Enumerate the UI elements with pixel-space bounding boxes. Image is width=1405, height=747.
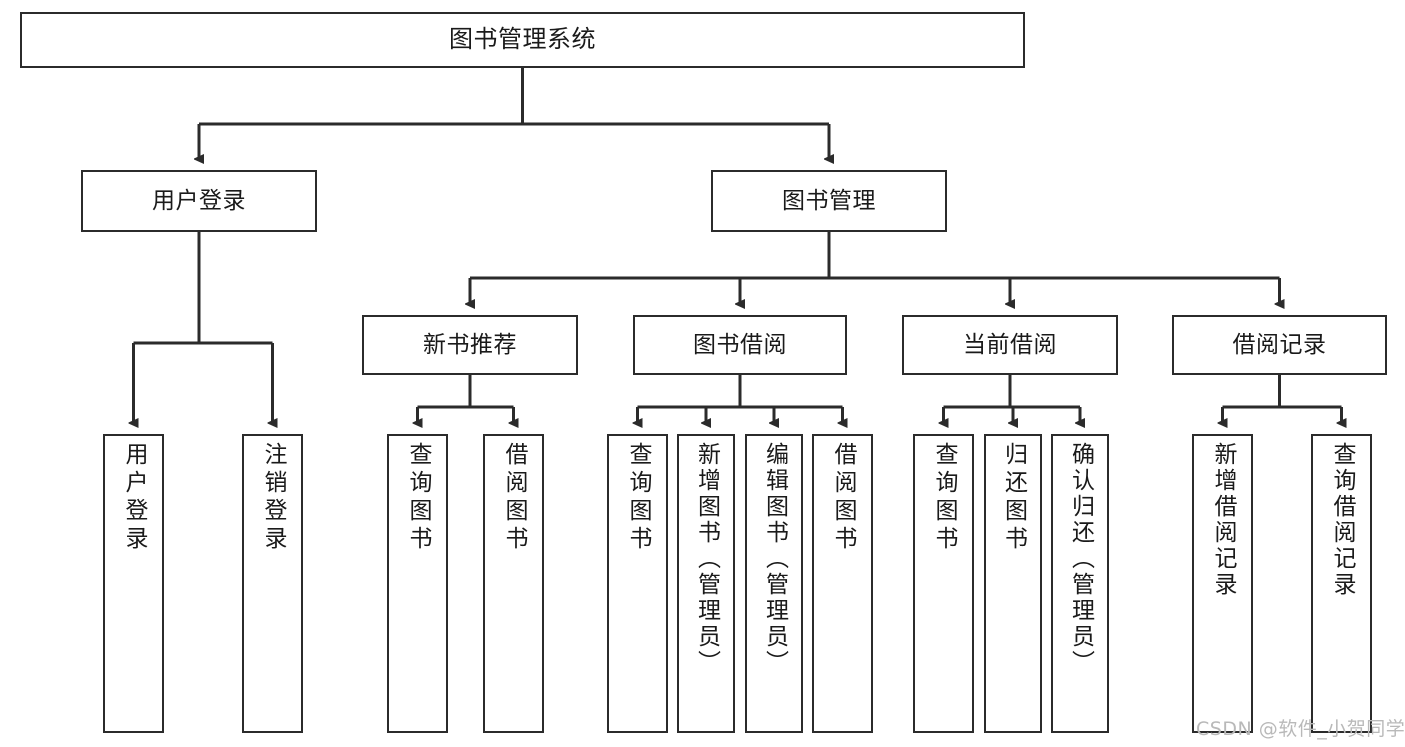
node-label: 当前借阅 (963, 331, 1057, 358)
node-label: 借阅图书 (830, 442, 856, 554)
node-label: 新增图书（管理员） (693, 442, 720, 676)
node-user-login[interactable]: 用户登录 (81, 170, 317, 232)
csdn-watermark: CSDN @软件_小贺同学 (1196, 718, 1405, 740)
node-label: 用户登录 (152, 187, 246, 214)
node-label: 借阅图书 (501, 442, 527, 554)
node-label: 图书管理 (782, 187, 876, 214)
node-leaf-query-record[interactable]: 查询借阅记录 (1311, 434, 1372, 733)
node-label: 确认归还（管理员） (1067, 442, 1094, 676)
node-book-borrow[interactable]: 图书借阅 (633, 315, 847, 375)
node-borrow-record[interactable]: 借阅记录 (1172, 315, 1387, 375)
node-label: 图书管理系统 (449, 25, 596, 54)
node-label: 新书推荐 (423, 331, 517, 358)
node-leaf-borrow-book-rec[interactable]: 借阅图书 (483, 434, 544, 733)
node-leaf-borrow-book[interactable]: 借阅图书 (812, 434, 873, 733)
node-leaf-confirm-return[interactable]: 确认归还（管理员） (1051, 434, 1109, 733)
node-label: 用户登录 (121, 442, 147, 554)
node-leaf-user-logout[interactable]: 注销登录 (242, 434, 303, 733)
node-label: 新增借阅记录 (1210, 442, 1236, 598)
node-label: 图书借阅 (693, 331, 787, 358)
node-label: 查询图书 (931, 442, 957, 554)
node-label: 查询图书 (405, 442, 431, 554)
node-leaf-user-login[interactable]: 用户登录 (103, 434, 164, 733)
node-label: 查询借阅记录 (1329, 442, 1355, 598)
node-leaf-query-book-cur[interactable]: 查询图书 (913, 434, 974, 733)
node-current-borrow[interactable]: 当前借阅 (902, 315, 1118, 375)
node-root[interactable]: 图书管理系统 (20, 12, 1025, 68)
node-leaf-add-record[interactable]: 新增借阅记录 (1192, 434, 1253, 733)
node-book-mgmt[interactable]: 图书管理 (711, 170, 947, 232)
node-label: 借阅记录 (1232, 331, 1327, 358)
node-leaf-return-book[interactable]: 归还图书 (984, 434, 1042, 733)
node-leaf-add-book[interactable]: 新增图书（管理员） (677, 434, 735, 733)
node-new-book-rec[interactable]: 新书推荐 (362, 315, 578, 375)
node-leaf-query-book[interactable]: 查询图书 (607, 434, 668, 733)
node-label: 编辑图书（管理员） (761, 442, 788, 676)
node-label: 注销登录 (260, 442, 286, 554)
node-label: 查询图书 (625, 442, 651, 554)
node-label: 归还图书 (1000, 442, 1027, 554)
node-leaf-edit-book[interactable]: 编辑图书（管理员） (745, 434, 803, 733)
node-leaf-query-book-rec[interactable]: 查询图书 (387, 434, 448, 733)
